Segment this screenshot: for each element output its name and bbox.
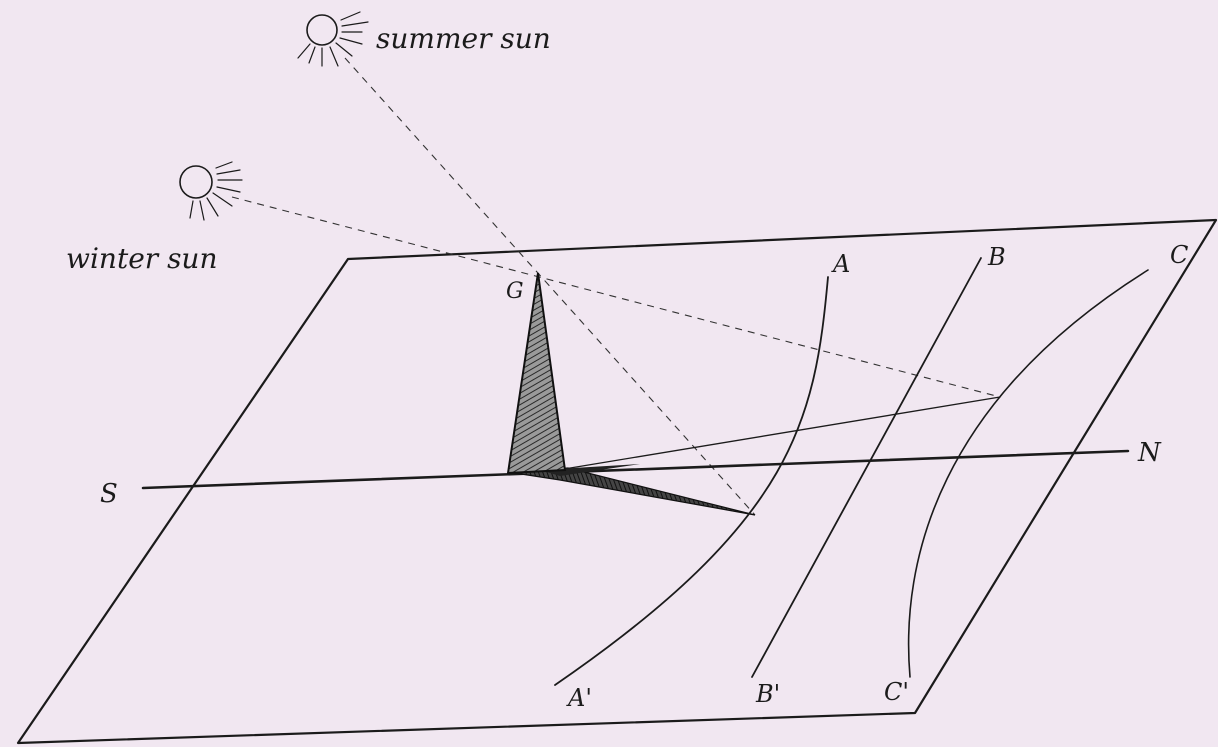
north-label: N bbox=[1137, 438, 1162, 468]
gnomon bbox=[506, 272, 567, 475]
winter-sun-icon bbox=[179, 161, 243, 221]
curve-c-label: C bbox=[1170, 241, 1188, 269]
winter-sun-label: winter sun bbox=[66, 242, 218, 275]
curve-a bbox=[554, 276, 829, 686]
gnomon-tip-label: G bbox=[506, 279, 524, 304]
curve-c bbox=[907, 269, 1149, 678]
ground-plane bbox=[16, 218, 1218, 745]
shadow-base bbox=[540, 464, 640, 476]
summer-sun-ray bbox=[344, 57, 756, 516]
south-label: S bbox=[100, 479, 118, 509]
summer-shadow bbox=[507, 467, 756, 516]
curve-b-end-label: B' bbox=[755, 680, 780, 708]
curve-c-end-label: C' bbox=[884, 678, 909, 706]
curve-a-end-label: A' bbox=[566, 684, 592, 712]
south-north-line bbox=[141, 449, 1130, 490]
winter-sun-ray bbox=[231, 196, 1001, 398]
curve-a-label: A bbox=[831, 250, 850, 278]
curve-b-label: B bbox=[987, 243, 1006, 271]
summer-sun-label: summer sun bbox=[376, 22, 551, 55]
curve-b bbox=[751, 257, 982, 678]
winter-shadow bbox=[539, 396, 1001, 474]
summer-sun-icon bbox=[297, 11, 369, 67]
